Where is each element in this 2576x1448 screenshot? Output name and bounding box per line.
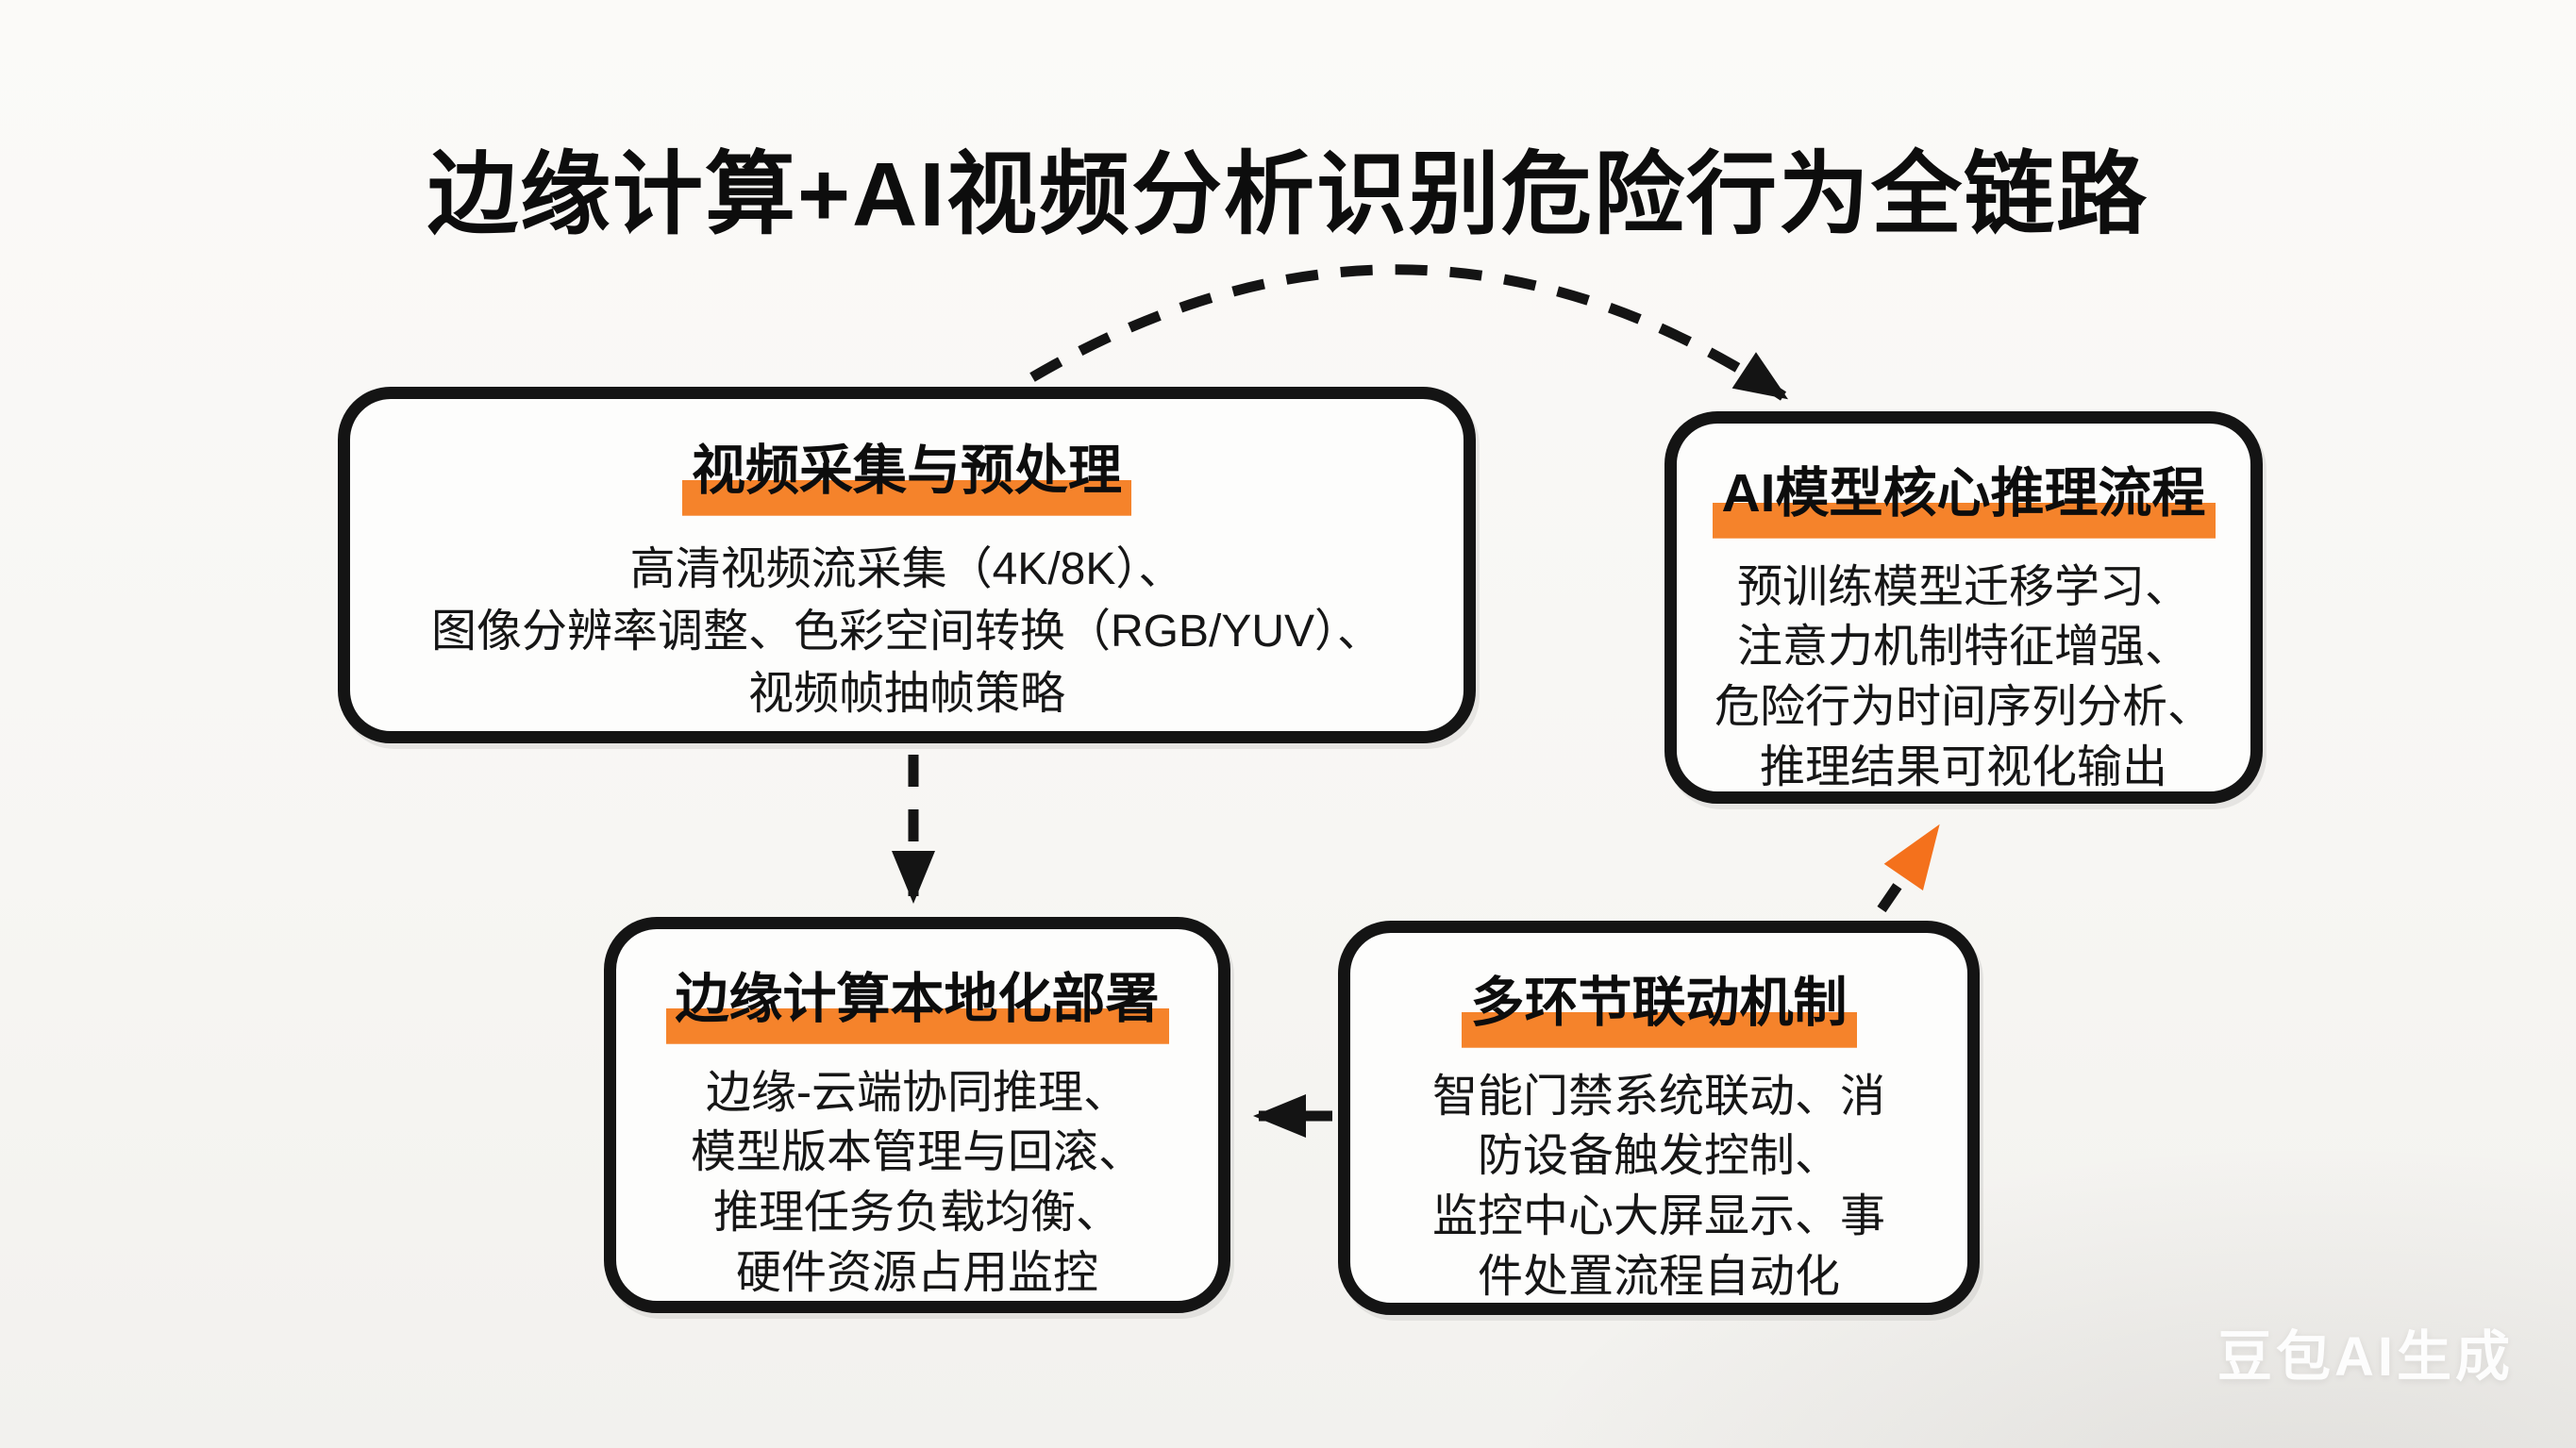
body-line: 预训练模型迁移学习、: [1736, 561, 2190, 612]
box-video-capture-body: 高清视频流采集（4K/8K）、 图像分辨率调整、色彩空间转换（RGB/YUV）、…: [378, 539, 1435, 726]
watermark-doubao-ai: 豆包AI生成: [2216, 1326, 2514, 1388]
body-line: 监控中心大屏显示、事: [1431, 1191, 1885, 1242]
arrow-capture-to-inference: [1029, 264, 1789, 401]
body-line: 件处置流程自动化: [1477, 1252, 1840, 1303]
box-edge-deployment-body: 边缘-云端协同推理、 模型版本管理与回滚、 推理任务负载均衡、 硬件资源占用监控: [631, 1063, 1203, 1304]
box-multi-linkage-body: 智能门禁系统联动、消 防设备触发控制、 监控中心大屏显示、事 件处置流程自动化: [1365, 1067, 1952, 1307]
body-line: 边缘-云端协同推理、: [706, 1067, 1129, 1118]
box-multi-linkage-title: 多环节联动机制: [1365, 971, 1952, 1048]
box-ai-inference-title: AI模型核心推理流程: [1694, 461, 2233, 539]
body-line: 高清视频流采集（4K/8K）、: [629, 543, 1184, 594]
body-line: 危险行为时间序列分析、: [1714, 682, 2213, 733]
body-line: 图像分辨率调整、色彩空间转换（RGB/YUV）、: [430, 606, 1383, 657]
box-edge-deployment-title: 边缘计算本地化部署: [631, 967, 1203, 1044]
arrow-linkage-to-inference: [1877, 824, 1940, 913]
body-line: 推理任务负载均衡、: [712, 1188, 1121, 1239]
body-line: 硬件资源占用监控: [735, 1248, 1098, 1299]
box-video-capture: 视频采集与预处理 高清视频流采集（4K/8K）、 图像分辨率调整、色彩空间转换（…: [338, 387, 1476, 743]
body-line: 推理结果可视化输出: [1759, 742, 2167, 793]
body-line: 智能门禁系统联动、消: [1431, 1071, 1885, 1122]
body-line: 模型版本管理与回滚、: [690, 1127, 1144, 1178]
box-ai-inference-body: 预训练模型迁移学习、 注意力机制特征增强、 危险行为时间序列分析、 推理结果可视…: [1694, 558, 2233, 798]
body-line: 防设备触发控制、: [1477, 1131, 1840, 1182]
page-title: 边缘计算+AI视频分析识别危险行为全链路: [427, 144, 2149, 245]
box-ai-inference: AI模型核心推理流程 预训练模型迁移学习、 注意力机制特征增强、 危险行为时间序…: [1664, 411, 2263, 804]
box-video-capture-title: 视频采集与预处理: [378, 439, 1435, 516]
body-line: 视频帧抽帧策略: [747, 669, 1065, 720]
box-edge-deployment: 边缘计算本地化部署 边缘-云端协同推理、 模型版本管理与回滚、 推理任务负载均衡…: [604, 917, 1230, 1313]
body-line: 注意力机制特征增强、: [1736, 622, 2190, 673]
box-multi-linkage: 多环节联动机制 智能门禁系统联动、消 防设备触发控制、 监控中心大屏显示、事 件…: [1338, 921, 1980, 1315]
